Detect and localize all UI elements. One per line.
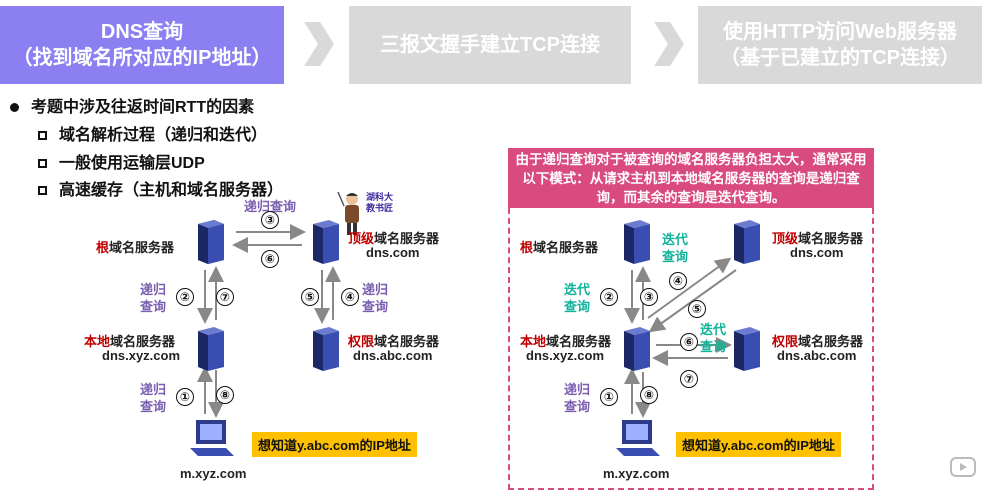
recursive-query-label: 递归查询 [140,382,167,414]
local-server-label: 本地域名服务器 [520,334,612,349]
top-server-domain: dns.com [790,245,844,260]
bullet-item: 域名解析过程（递归和迭代） [38,121,267,145]
local-server-icon [198,327,224,371]
chevron-right-icon [304,22,334,66]
step-number-4: ④ [341,288,359,306]
square-bullet-icon [38,131,47,141]
bullet-main: 考题中涉及往返时间RTT的因素 [10,93,254,117]
teacher-mascot: 湖科大教书匠 [328,186,398,238]
host-computer-icon [616,420,660,456]
root-server-label: 根域名服务器 [96,240,175,255]
iterative-query-label: 迭代查询 [662,232,689,264]
host-computer-icon [190,420,234,456]
auth-server-icon [734,327,760,371]
iterative-query-label: 迭代查询 [564,282,591,314]
teacher-icon [337,191,359,235]
step-number-6: ⑥ [261,250,279,268]
bullet-dot-icon [10,103,19,113]
top-server-label: 顶级域名服务器 [348,231,440,246]
recursive-query-label: 递归查询 [140,282,167,314]
bullet-item: 高速缓存（主机和域名服务器） [38,176,283,200]
step-tcp-handshake: 三报文握手建立TCP连接 [349,6,631,84]
top-server-domain: dns.com [366,245,420,260]
bullet-item: 一般使用运输层UDP [38,149,205,173]
note-box: 由于递归查询对于被查询的域名服务器负担太大，通常采用以下模式：从请求主机到本地域… [508,148,874,208]
root-server-icon [198,220,224,264]
chevron-right-icon [654,22,684,66]
step-number-2: ② [600,288,618,306]
auth-server-domain: dns.abc.com [777,348,857,363]
step-tcp-title: 三报文握手建立TCP连接 [380,34,600,56]
step-number-6: ⑥ [680,333,698,351]
step-number-4: ④ [669,272,687,290]
local-server-icon [624,327,650,371]
note-dashed-frame [508,208,874,490]
top-server-icon [313,220,339,264]
recursive-query-label: 递归查询 [244,199,297,214]
top-server-icon [734,220,760,264]
auth-server-label: 权限域名服务器 [772,334,864,349]
local-server-label: 本地域名服务器 [84,334,176,349]
step-http-subtitle: （基于已建立的TCP连接） [720,47,960,69]
step-number-8: ⑧ [640,386,658,404]
root-server-icon [624,220,650,264]
step-dns-title: DNS查询 [100,21,184,43]
video-play-icon[interactable] [950,455,976,479]
iterative-query-label: 迭代查询 [700,322,727,354]
auth-server-domain: dns.abc.com [353,348,433,363]
top-server-label: 顶级域名服务器 [772,231,864,246]
recursive-query-label: 递归查询 [564,382,591,414]
step-http-access: 使用HTTP访问Web服务器 （基于已建立的TCP连接） [698,6,982,84]
step-http-title: 使用HTTP访问Web服务器 [722,21,958,43]
auth-server-label: 权限域名服务器 [348,334,440,349]
step-number-8: ⑧ [216,386,234,404]
step-number-3: ③ [640,288,658,306]
step-number-3: ③ [261,211,279,229]
host-label: m.xyz.com [603,466,670,481]
square-bullet-icon [38,186,47,196]
teacher-label: 湖科大教书匠 [366,192,394,213]
step-number-1: ① [176,388,194,406]
local-server-domain: dns.xyz.com [102,348,181,363]
step-number-5: ⑤ [688,300,706,318]
query-target-label: 想知道y.abc.com的IP地址 [252,432,417,457]
step-number-5: ⑤ [301,288,319,306]
step-dns-subtitle: （找到域名所对应的IP地址） [12,47,272,69]
query-target-label: 想知道y.abc.com的IP地址 [676,432,841,457]
root-server-label: 根域名服务器 [520,240,599,255]
auth-server-icon [313,327,339,371]
step-number-2: ② [176,288,194,306]
local-server-domain: dns.xyz.com [526,348,605,363]
step-number-7: ⑦ [216,288,234,306]
step-dns-query: DNS查询 （找到域名所对应的IP地址） [0,6,284,84]
step-number-7: ⑦ [680,370,698,388]
host-label: m.xyz.com [180,466,247,481]
square-bullet-icon [38,159,47,169]
step-number-1: ① [600,388,618,406]
recursive-query-label: 递归查询 [362,282,389,314]
